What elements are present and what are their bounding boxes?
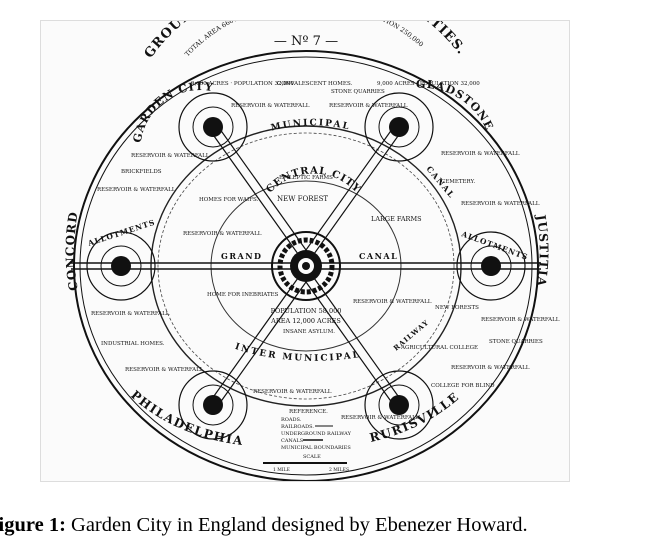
label-garden-city-stats: 9,000 ACRES · POPULATION 32,000. bbox=[191, 81, 296, 87]
label-reservoir-11: RESERVOIR & WATERFALL bbox=[91, 311, 170, 317]
satellite-rurisville bbox=[364, 370, 434, 440]
figure-caption: Figure 1: Garden City in England designe… bbox=[0, 514, 650, 537]
label-philadelphia: PHILADELPHIA bbox=[128, 388, 244, 448]
field-labels: CONVALESCENT HOMES. STONE QUARRIES RESER… bbox=[91, 81, 560, 421]
satellite-justitia bbox=[456, 231, 526, 301]
total-area: TOTAL AREA 66000 ACRES. bbox=[183, 21, 268, 58]
satellite-concord bbox=[86, 231, 156, 301]
legend-roads: ROADS. bbox=[281, 417, 302, 423]
satellite-philadelphia bbox=[178, 370, 248, 440]
garden-city-diagram: — Nº 7 — GROUP OF SLUMLESS SMOKELESS CIT… bbox=[40, 20, 570, 482]
label-reservoir-2: RESERVOIR & WATERFALL bbox=[329, 103, 408, 109]
label-reservoir-10: RESERVOIR & WATERFALL bbox=[451, 365, 530, 371]
inter-municipal-ring bbox=[150, 125, 462, 407]
legend-title: REFERENCE. bbox=[289, 409, 328, 415]
label-grand-canal: GRAND bbox=[221, 251, 262, 261]
label-reservoir-14: RESERVOIR & WATERFALL bbox=[341, 415, 420, 421]
legend-scale-left: 1 MILE bbox=[273, 467, 290, 473]
label-reservoir-5: RESERVOIR & WATERFALL bbox=[97, 187, 176, 193]
satellite-garden-city bbox=[178, 92, 248, 162]
radial-roads bbox=[208, 124, 404, 408]
label-central-area: AREA 12,000 ACRES bbox=[270, 317, 341, 325]
label-new-forest: NEW FOREST bbox=[277, 195, 328, 203]
central-ring bbox=[210, 180, 402, 352]
outer-boundary bbox=[73, 50, 539, 481]
railway-ring bbox=[157, 132, 455, 400]
label-concord: CONCORD bbox=[63, 210, 81, 291]
label-reservoir-3: RESERVOIR & WATERFALL bbox=[131, 153, 210, 159]
label-central-population: POPULATION 58,000 bbox=[271, 307, 342, 315]
label-homes-waifs: HOMES FOR WAIFS. bbox=[199, 197, 259, 203]
legend-underground: UNDERGROUND RAILWAY bbox=[281, 431, 352, 437]
label-reservoir-13: RESERVOIR & WATERFALL bbox=[253, 389, 332, 395]
legend-scale: SCALE bbox=[303, 454, 321, 460]
label-canal-right: CANAL bbox=[359, 251, 398, 261]
label-stone-quarries-right: STONE QUARRIES bbox=[489, 339, 543, 345]
legend-scale-right: 2 MILES bbox=[329, 467, 349, 473]
label-agricultural-college: AGRICULTURAL COLLEGE bbox=[400, 345, 478, 351]
diagram-svg: — Nº 7 — GROUP OF SLUMLESS SMOKELESS CIT… bbox=[63, 21, 560, 481]
label-inter-municipal: INTER MUNICIPAL bbox=[234, 342, 362, 364]
label-new-forests: NEW FORESTS bbox=[435, 305, 479, 311]
label-gladstone-stats: 9,000 ACRES · POPULATION 32,000 bbox=[377, 81, 480, 87]
label-brickfields: BRICKFIELDS bbox=[121, 169, 162, 175]
label-cemetery: CEMETERY. bbox=[441, 179, 475, 185]
label-large-farms: LARGE FARMS bbox=[371, 215, 422, 223]
label-inebriates: HOME FOR INEBRIATES bbox=[207, 292, 279, 298]
label-industrial-homes: INDUSTRIAL HOMES. bbox=[101, 341, 165, 347]
caption-text: Garden City in England designed by Ebene… bbox=[65, 514, 528, 536]
legend-railroads: RAILROADS. bbox=[281, 424, 314, 430]
label-college-blind: COLLEGE FOR BLIND bbox=[431, 383, 495, 389]
legend-boundaries: MUNICIPAL BOUNDARIES bbox=[281, 445, 351, 451]
label-reservoir-9: RESERVOIR & WATERFALL bbox=[481, 317, 560, 323]
outer-boundary-inner bbox=[79, 56, 533, 476]
caption-label: Figure 1: bbox=[0, 514, 66, 536]
label-insane-asylum: INSANE ASYLUM. bbox=[283, 329, 335, 335]
population-total: POPULATION 250,000 bbox=[355, 21, 425, 48]
label-stone-quarries: STONE QUARRIES bbox=[331, 89, 385, 95]
label-reservoir-12: RESERVOIR & WATERFALL bbox=[125, 367, 204, 373]
label-reservoir-7: RESERVOIR & WATERFALL bbox=[183, 231, 262, 237]
label-epileptic: EPILEPTIC FARMS bbox=[279, 175, 333, 181]
label-garden-city: GARDEN CITY bbox=[131, 80, 215, 144]
label-justitia: JUSTITIA bbox=[534, 213, 551, 288]
legend-canals: CANALS bbox=[281, 438, 304, 444]
plate-number: — Nº 7 — bbox=[274, 34, 338, 49]
label-convalescent: CONVALESCENT HOMES. bbox=[277, 81, 353, 87]
label-reservoir-8: RESERVOIR & WATERFALL bbox=[353, 299, 432, 305]
label-municipal-top: MUNICIPAL bbox=[270, 118, 352, 133]
reference-legend: REFERENCE. ROADS. RAILROADS. UNDERGROUND… bbox=[263, 409, 352, 473]
label-reservoir-4: RESERVOIR & WATERFALL bbox=[441, 151, 520, 157]
label-reservoir-1: RESERVOIR & WATERFALL bbox=[231, 103, 310, 109]
label-reservoir-6: RESERVOIR & WATERFALL bbox=[461, 201, 540, 207]
central-city-hub bbox=[271, 231, 341, 301]
satellite-gladstone bbox=[364, 92, 434, 162]
